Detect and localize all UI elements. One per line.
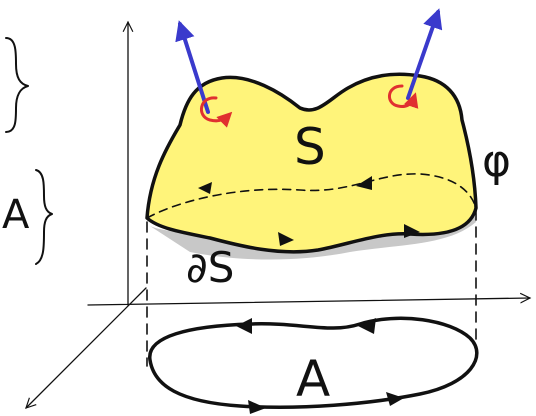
x-axis <box>87 298 530 306</box>
boundary-arrow-front-2 <box>404 224 420 238</box>
left-brace-bottom <box>35 169 53 265</box>
normal-vector-left <box>175 20 210 114</box>
boundary-arrow-back-mid <box>356 176 372 190</box>
region-arrow-bottom-right <box>386 392 404 406</box>
left-fragment-label: A <box>2 192 30 238</box>
normal-vector-right <box>406 8 443 100</box>
surface-shadow <box>150 110 477 260</box>
region-arrow-bottom-left <box>248 400 266 414</box>
y-axis <box>26 287 147 408</box>
boundary-arrow-front-1 <box>278 232 294 246</box>
left-brace-top <box>5 37 29 133</box>
region-arrow-top-right <box>358 318 376 334</box>
boundary-arrow-back-left <box>198 182 212 194</box>
region-arrow-top-left <box>236 318 252 334</box>
boundary-back-dashed <box>146 173 477 219</box>
function-label: φ <box>482 136 511 187</box>
boundary-label: ∂S <box>186 243 234 292</box>
rotation-mark-left <box>200 96 233 128</box>
region-label: A <box>296 350 330 408</box>
rotation-mark-right <box>388 84 419 109</box>
surface-label: S <box>294 118 326 176</box>
